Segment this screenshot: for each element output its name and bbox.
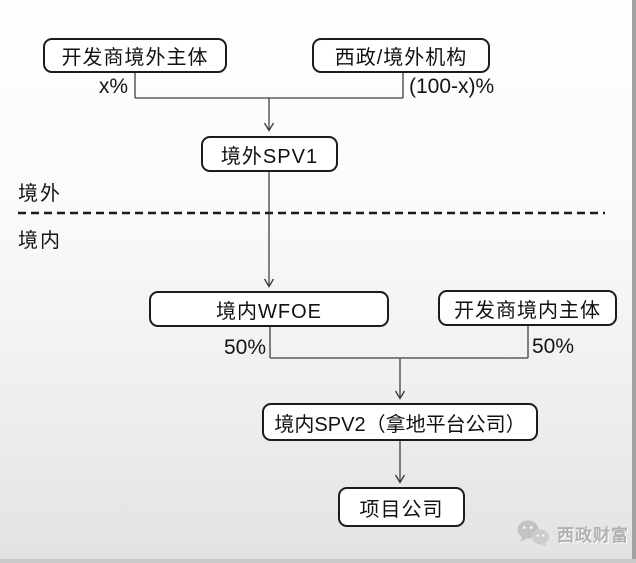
- region-label-offshore: 境外: [18, 183, 62, 205]
- edge-label-x-percent: x%: [98, 75, 128, 98]
- watermark-text: 西政财富: [557, 525, 629, 545]
- wechat-logo-icon: [517, 520, 549, 547]
- node-offshore-spv1: 境外SPV1: [201, 136, 338, 172]
- edge-label-100-minus-x-percent: (100-x)%: [409, 75, 495, 98]
- node-onshore-wfoe: 境内WFOE: [149, 291, 389, 327]
- region-label-onshore: 境内: [18, 230, 62, 252]
- node-developer-offshore-entity: 开发商境外主体: [43, 38, 227, 73]
- node-developer-onshore-entity: 开发商境内主体: [438, 290, 617, 326]
- node-project-company: 项目公司: [338, 487, 465, 527]
- slide-right-edge: [632, 0, 636, 563]
- node-onshore-spv2-land-platform: 境内SPV2（拿地平台公司）: [262, 403, 538, 441]
- edge-label-dev-onshore-50-percent: 50%: [532, 335, 575, 358]
- watermark: 西政财富: [516, 519, 629, 547]
- slide-bottom-edge: [0, 559, 636, 563]
- edge-label-wfoe-50-percent: 50%: [223, 336, 266, 359]
- node-xizheng-offshore-institution: 西政/境外机构: [312, 38, 490, 73]
